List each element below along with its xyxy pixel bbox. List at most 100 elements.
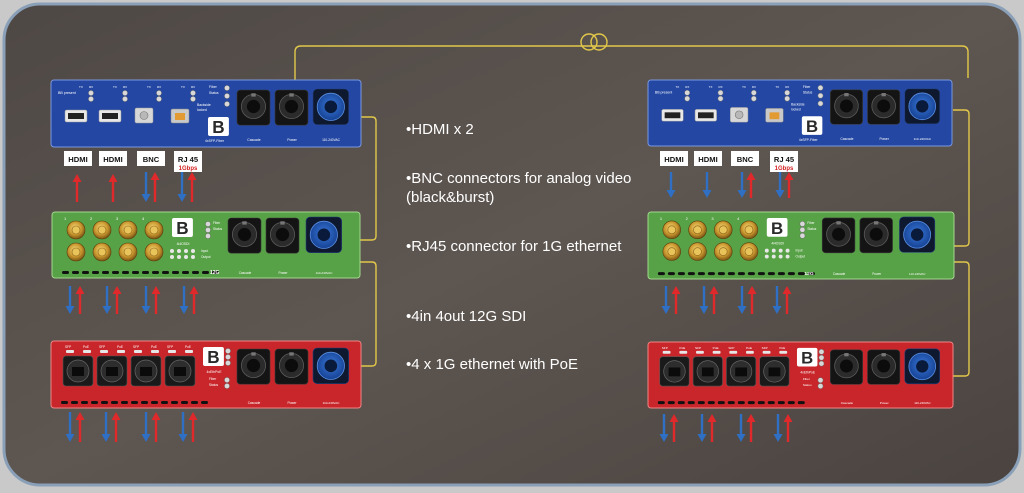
status-led: [205, 233, 211, 239]
port-number-3: 3: [116, 216, 119, 221]
connection-lines: [294, 33, 970, 377]
connector-label-box: [174, 151, 202, 172]
output-led: [177, 255, 181, 259]
port-status-led: [122, 96, 128, 102]
vent-slot: [152, 271, 159, 274]
cascade-connector-latch: [844, 353, 849, 357]
uplink-arrow: [746, 172, 756, 198]
vent-slot: [171, 401, 178, 404]
cascade-connector-socket: [246, 358, 261, 373]
connector-label-text: HDMI: [68, 155, 87, 164]
status-led: [225, 360, 231, 366]
arrow-head: [699, 306, 709, 314]
port-number-1: 1: [660, 216, 662, 221]
bb-present-label: BB present: [655, 91, 672, 95]
power-rating-label: 110-240VAC: [909, 272, 926, 276]
vent-slot: [131, 401, 138, 404]
arrow-head: [736, 434, 746, 442]
fiber-status-led: [817, 92, 824, 99]
vent-slot: [657, 272, 665, 276]
downlink-arrow: [697, 414, 707, 442]
downlink-arrow: [102, 286, 112, 314]
cascade-label: Cascade: [239, 271, 252, 275]
port-status-led: [156, 90, 162, 96]
feature-hdmi: HDMI x 2: [406, 120, 646, 139]
output-led: [778, 254, 783, 259]
bnc-connector-center: [718, 247, 728, 256]
arrow-head: [782, 286, 792, 294]
connector-label-right-1: HDMI: [660, 151, 688, 166]
cascade-label: Cascade: [248, 401, 261, 405]
arrow-head: [151, 286, 161, 294]
arrow-head: [709, 286, 719, 294]
feature-bnc: BNC connectors for analog video (black&b…: [406, 169, 646, 207]
fiber-label: Fiber: [209, 85, 218, 89]
model-label: 4i4OSDI: [771, 242, 784, 246]
arrow-head: [75, 412, 85, 420]
fiber-status-led: [817, 377, 824, 384]
connector-label-box: [64, 151, 92, 166]
poe-led: [185, 350, 193, 353]
poe-label: PoE: [713, 346, 719, 350]
sfp-led: [134, 350, 142, 353]
vent-slot: [687, 401, 695, 405]
sfp-led: [100, 350, 108, 353]
cascade-connector-socket: [237, 227, 252, 242]
power-in-connector-socket: [317, 228, 331, 242]
backside-label: Backside: [197, 103, 211, 107]
output-led: [785, 254, 790, 259]
arrow-head: [661, 306, 671, 314]
power-out-connector-latch: [280, 221, 285, 225]
status-led: [225, 348, 231, 354]
brand-logo: [208, 117, 229, 136]
cascade-connector-latch: [844, 93, 849, 97]
power-in-connector-socket: [324, 100, 338, 114]
power-in-connector-socket: [916, 360, 929, 373]
model-label: 4xEthPoE: [206, 370, 222, 374]
power-rating-label: 110-240VAC: [323, 401, 341, 405]
fiber-status-led: [224, 85, 230, 91]
hdmi-port-1-socket: [68, 113, 84, 119]
vent-slot: [697, 272, 705, 276]
power-label: Power: [880, 401, 889, 405]
power-rating-label: 110-240VAC: [316, 271, 334, 275]
bnc-connector-center: [149, 225, 159, 235]
cascade-connector-socket: [839, 359, 853, 373]
poe-led: [151, 350, 159, 353]
uplink-arrow: [783, 414, 793, 442]
downlink-arrow: [736, 414, 746, 442]
ethernet-port-socket: [735, 367, 747, 377]
output-led: [191, 255, 195, 259]
status-label: Status: [807, 227, 816, 231]
brand-logo-letter: B: [207, 348, 219, 367]
locked-label: locked: [197, 108, 207, 112]
brand-logo-letter: B: [801, 349, 813, 368]
uplink-arrow: [669, 414, 679, 442]
model-label: 4i4OSDI: [177, 242, 190, 246]
tx-label: TX: [675, 85, 679, 89]
cascade-connector-socket: [832, 227, 846, 241]
arrow-head: [141, 434, 151, 442]
brand-logo: [203, 347, 224, 366]
downlink-arrow: [737, 286, 747, 314]
sfp-led: [729, 350, 738, 354]
vent-slot: [677, 272, 685, 276]
fiber-link-line: [294, 45, 969, 80]
vent-slot: [111, 401, 118, 404]
poe-label: PoE: [746, 346, 752, 350]
uplink-arrow: [150, 172, 160, 202]
vent-slot: [797, 272, 805, 276]
status-led: [205, 227, 211, 233]
sfp-label: SFP: [762, 346, 768, 350]
ethernet-port-socket: [140, 367, 152, 376]
fiber-status-led: [817, 100, 824, 107]
cascade-label: Cascade: [840, 137, 853, 141]
arrow-head: [746, 172, 756, 180]
vent-slot: [72, 271, 79, 274]
model-label: 4xSFP-Fiber: [799, 138, 819, 142]
port-status-led: [88, 96, 94, 102]
status-led: [799, 226, 806, 233]
